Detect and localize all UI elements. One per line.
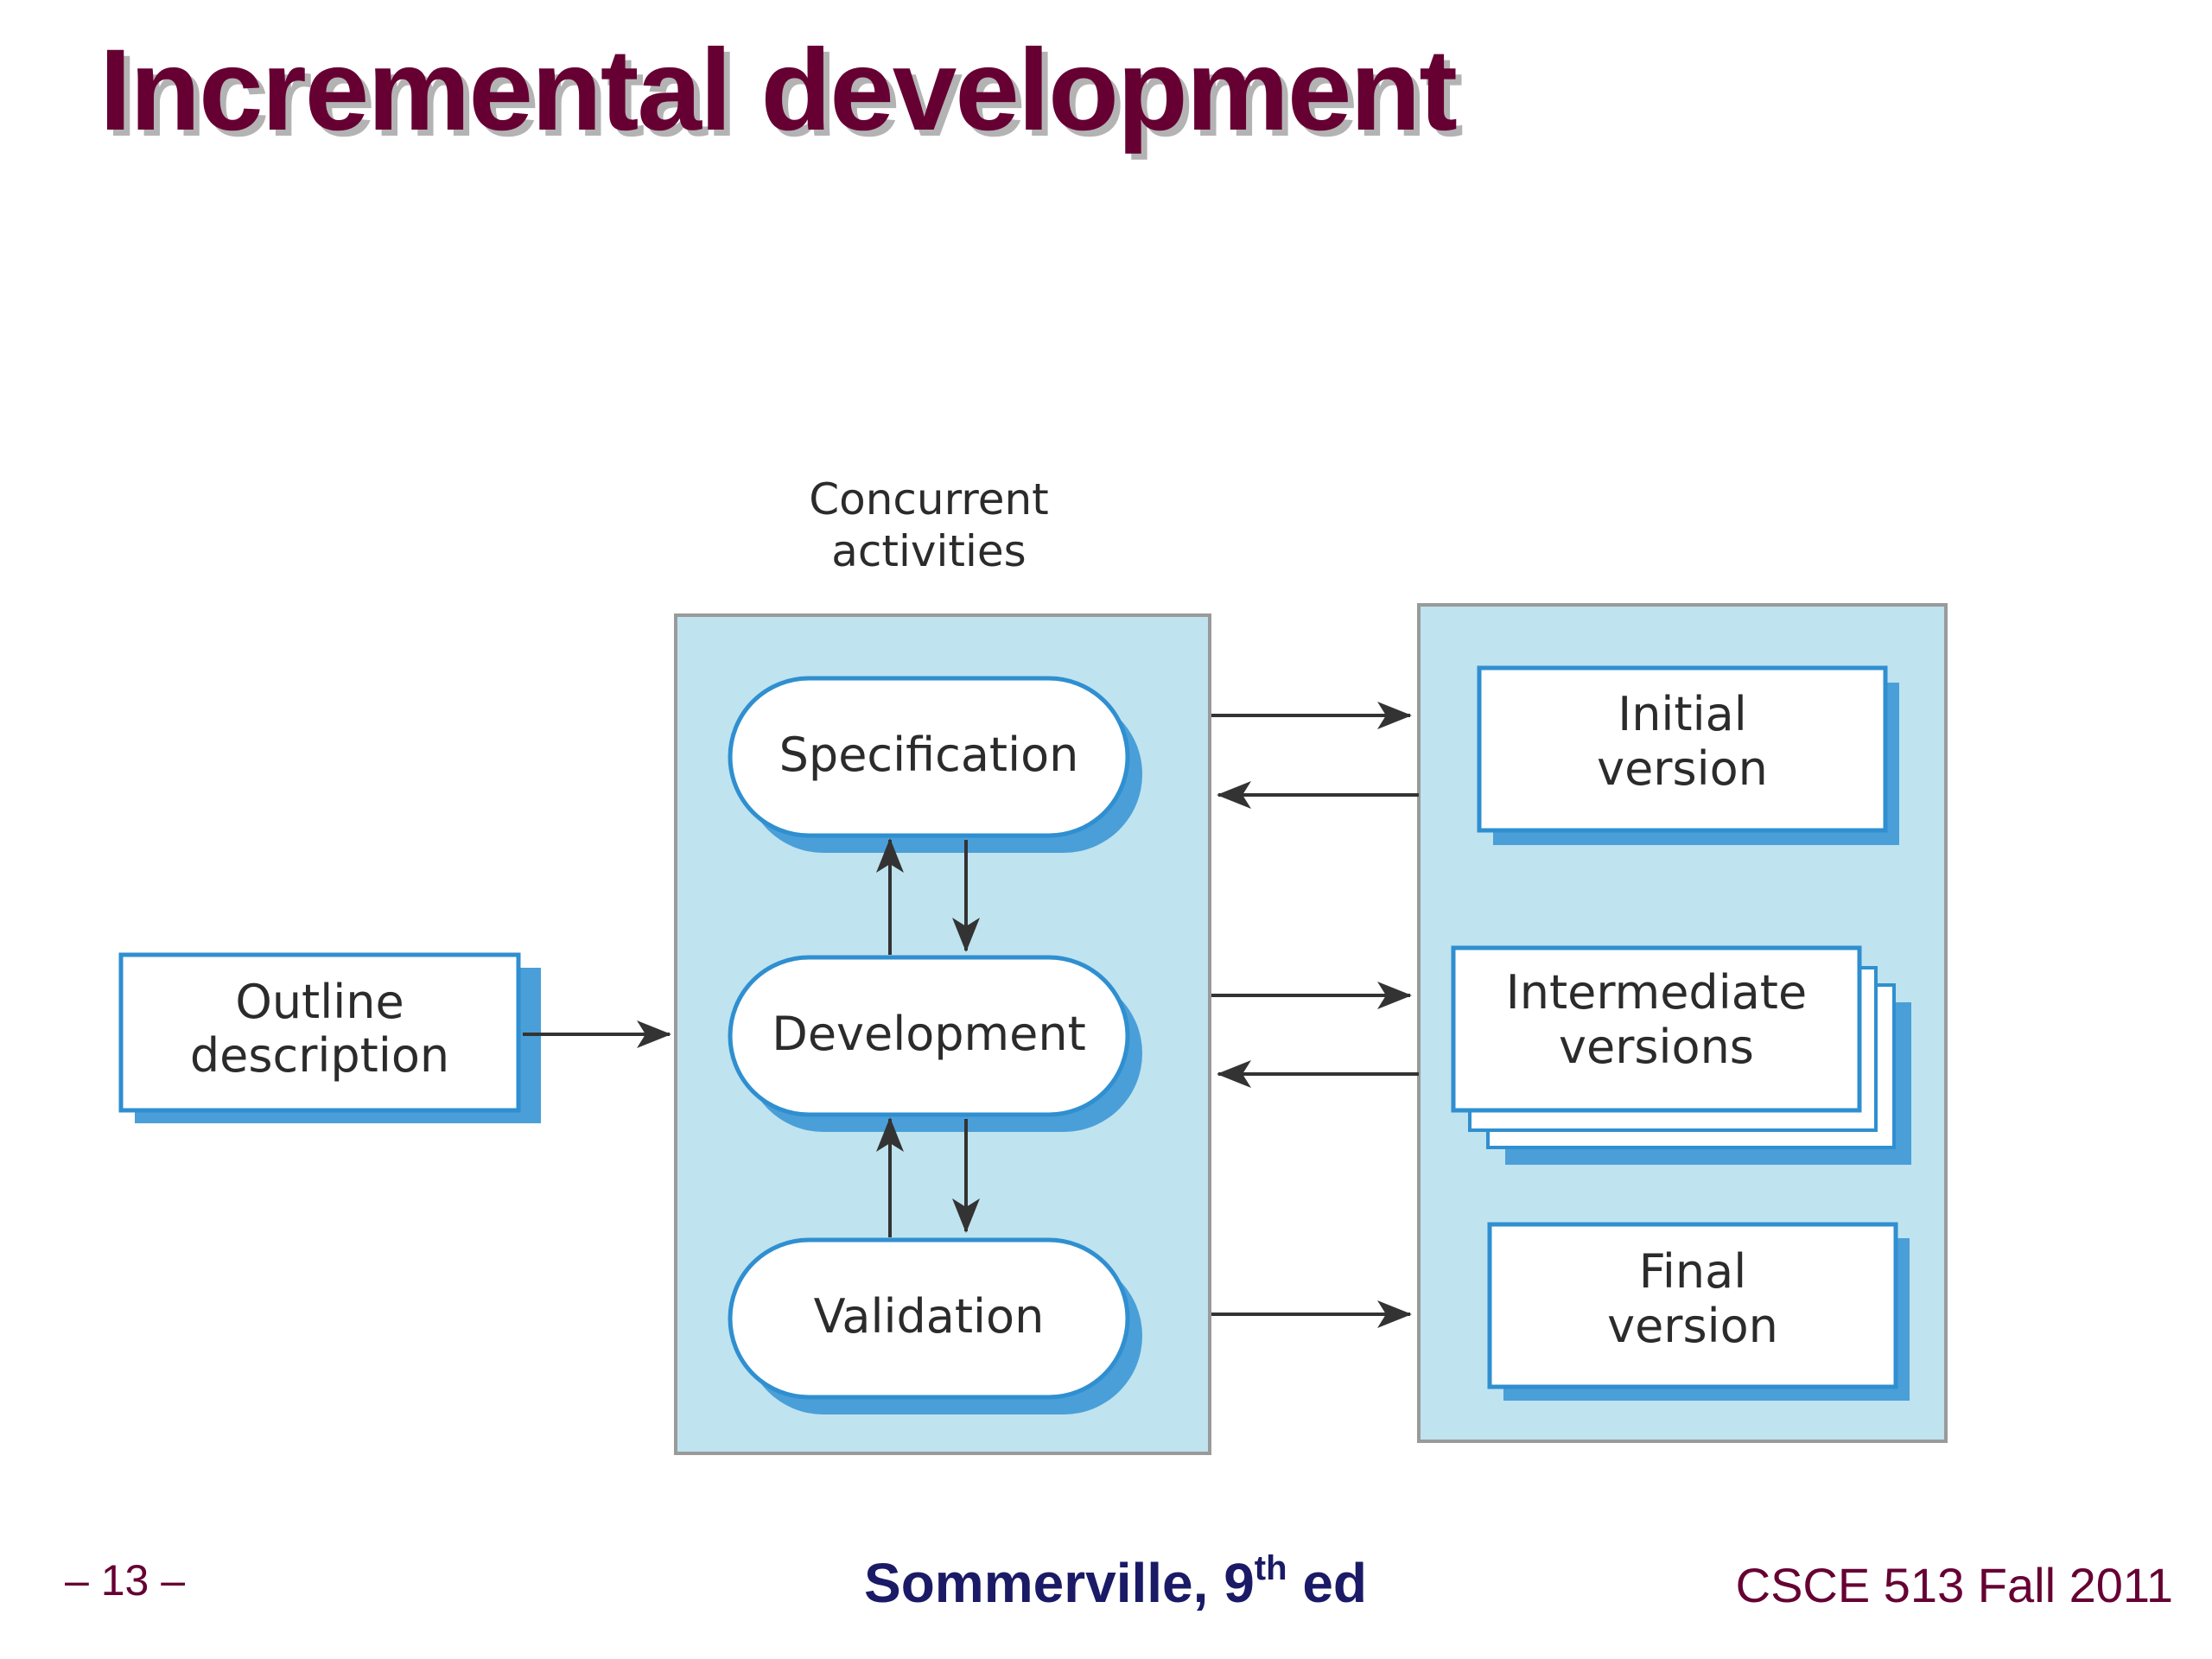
outline-description-box: Outline description — [118, 952, 541, 1123]
diagram-arrows — [523, 702, 1419, 1328]
outline-line-1: Outline — [235, 975, 404, 1029]
intermediate-versions-box: Intermediate versions — [1451, 945, 1911, 1165]
outline-line-2: description — [190, 1028, 449, 1083]
concurrent-activities-label: Concurrent activities — [809, 474, 1049, 576]
development-label: Development — [772, 1007, 1086, 1061]
validation-activity: Validation — [728, 1237, 1142, 1414]
final-line-1: Final — [1639, 1244, 1746, 1299]
intermediate-line-1: Intermediate — [1506, 965, 1807, 1020]
course-label: CSCE 513 Fall 2011 — [1735, 1558, 2173, 1612]
source-citation: Sommerville, 9th ed — [864, 1551, 1367, 1615]
concurrent-label-line-2: activities — [831, 526, 1026, 576]
specification-activity: Specification — [728, 676, 1142, 853]
page-number: – 13 – — [65, 1556, 186, 1605]
specification-label: Specification — [779, 728, 1079, 782]
final-version-box: Final version — [1487, 1222, 1910, 1401]
concurrent-label-line-1: Concurrent — [809, 474, 1049, 524]
source-end: ed — [1287, 1552, 1368, 1614]
source-superscript: th — [1254, 1549, 1287, 1587]
intermediate-line-2: versions — [1559, 1020, 1754, 1074]
source-main: Sommerville, 9 — [864, 1552, 1255, 1614]
initial-line-1: Initial — [1618, 687, 1746, 741]
validation-label: Validation — [814, 1289, 1045, 1344]
final-line-2: version — [1607, 1299, 1778, 1353]
development-activity: Development — [728, 955, 1142, 1132]
slide-title: Incremental development — [99, 26, 1458, 155]
initial-line-2: version — [1597, 741, 1768, 796]
initial-version-box: Initial version — [1477, 665, 1899, 845]
